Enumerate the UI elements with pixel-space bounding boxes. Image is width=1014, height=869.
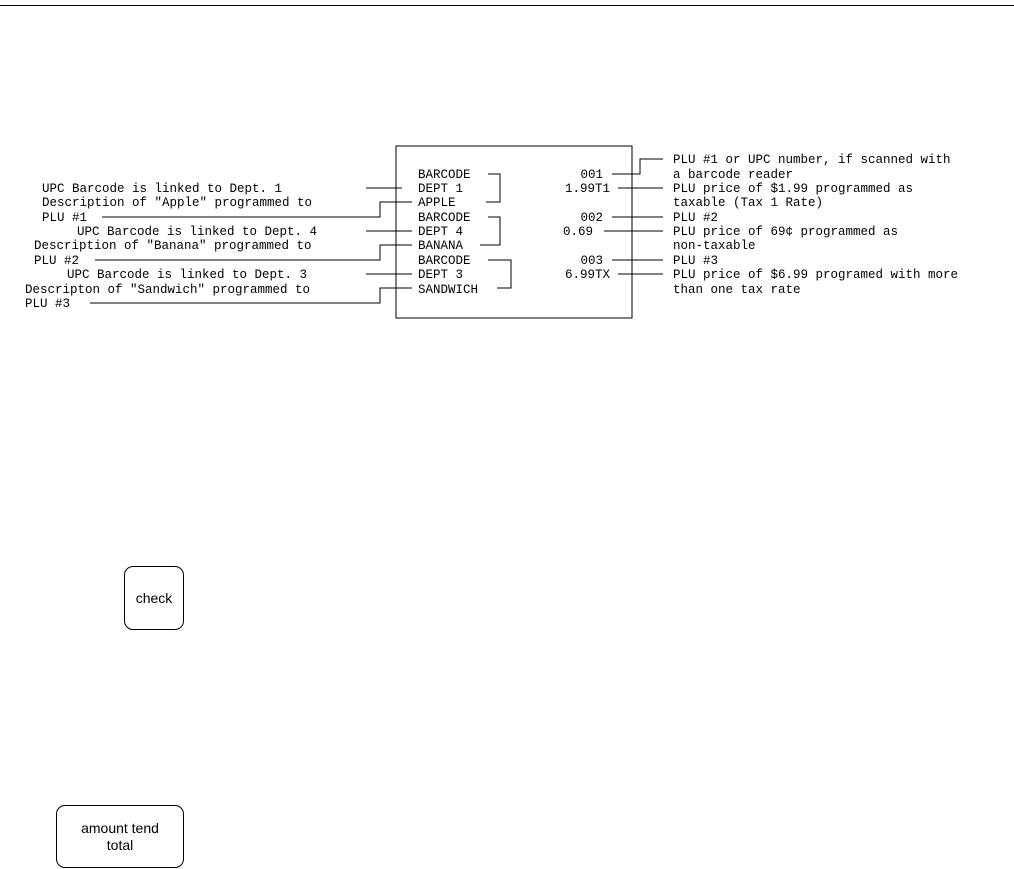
- receipt-left-barcode-1: BARCODE: [418, 168, 471, 182]
- receipt-left-banana: BANANA: [418, 239, 464, 253]
- amount-key-label-line-2: total: [106, 836, 134, 853]
- left-callout-3: PLU #1: [42, 211, 87, 225]
- right-callout-6: PLU price of 69¢ programmed as: [673, 225, 898, 239]
- left-callout-1: UPC Barcode is linked to Dept. 1: [42, 182, 282, 196]
- right-callout-2: a barcode reader: [673, 168, 793, 182]
- leader-apple: [102, 201, 412, 218]
- bracket-banana: [480, 216, 501, 246]
- right-callout-10: than one tax rate: [673, 283, 801, 297]
- receipt-left-barcode-3: BARCODE: [418, 254, 471, 268]
- right-callout-4: taxable (Tax 1 Rate): [673, 196, 823, 210]
- amount-tend-total-key-icon: amount tend total: [56, 805, 184, 868]
- receipt-right-price-1: 1.99T1: [565, 182, 610, 196]
- leader-plu-1: [612, 158, 663, 175]
- right-callout-7: non-taxable: [673, 239, 756, 253]
- receipt-left-dept-1: DEPT 1: [418, 182, 463, 196]
- receipt-left-sandwich: SANDWICH: [418, 283, 478, 297]
- leader-banana: [95, 244, 412, 261]
- receipt-frame: [395, 145, 633, 319]
- leader-lines: [90, 158, 663, 304]
- left-callout-4: UPC Barcode is linked to Dept. 4: [77, 225, 317, 239]
- bracket-apple: [486, 173, 501, 203]
- leader-sandwich: [90, 287, 412, 304]
- right-callout-8: PLU #3: [673, 254, 718, 268]
- receipt-left-barcode-2: BARCODE: [418, 211, 471, 225]
- receipt-left-apple: APPLE: [418, 196, 456, 210]
- right-callout-5: PLU #2: [673, 211, 718, 225]
- left-callout-7: UPC Barcode is linked to Dept. 3: [67, 268, 307, 282]
- left-callout-5: Description of "Banana" programmed to: [34, 239, 312, 253]
- receipt-right-price-3: 6.99TX: [565, 268, 611, 282]
- bracket-sandwich: [488, 259, 512, 289]
- right-callout-1: PLU #1 or UPC number, if scanned with: [673, 153, 951, 167]
- left-callout-2: Description of "Apple" programmed to: [42, 196, 312, 210]
- receipt-right-001: 001: [580, 168, 603, 182]
- check-key-label: check: [135, 589, 173, 606]
- right-callout-3: PLU price of $1.99 programmed as: [673, 182, 913, 196]
- top-rule: [0, 5, 1014, 6]
- receipt-right-003: 003: [580, 254, 603, 268]
- left-callout-8: Descripton of "Sandwich" programmed to: [25, 283, 310, 297]
- left-callout-6: PLU #2: [34, 254, 79, 268]
- receipt-left-dept-4: DEPT 4: [418, 225, 463, 239]
- receipt-left-dept-3: DEPT 3: [418, 268, 463, 282]
- check-key-icon: check: [124, 566, 184, 630]
- right-callout-9: PLU price of $6.99 programed with more: [673, 268, 958, 282]
- amount-key-label-line-1: amount tend: [81, 819, 159, 836]
- left-callout-9: PLU #3: [25, 297, 70, 311]
- receipt-right-002: 002: [580, 211, 603, 225]
- receipt-right-price-2: 0.69: [563, 225, 593, 239]
